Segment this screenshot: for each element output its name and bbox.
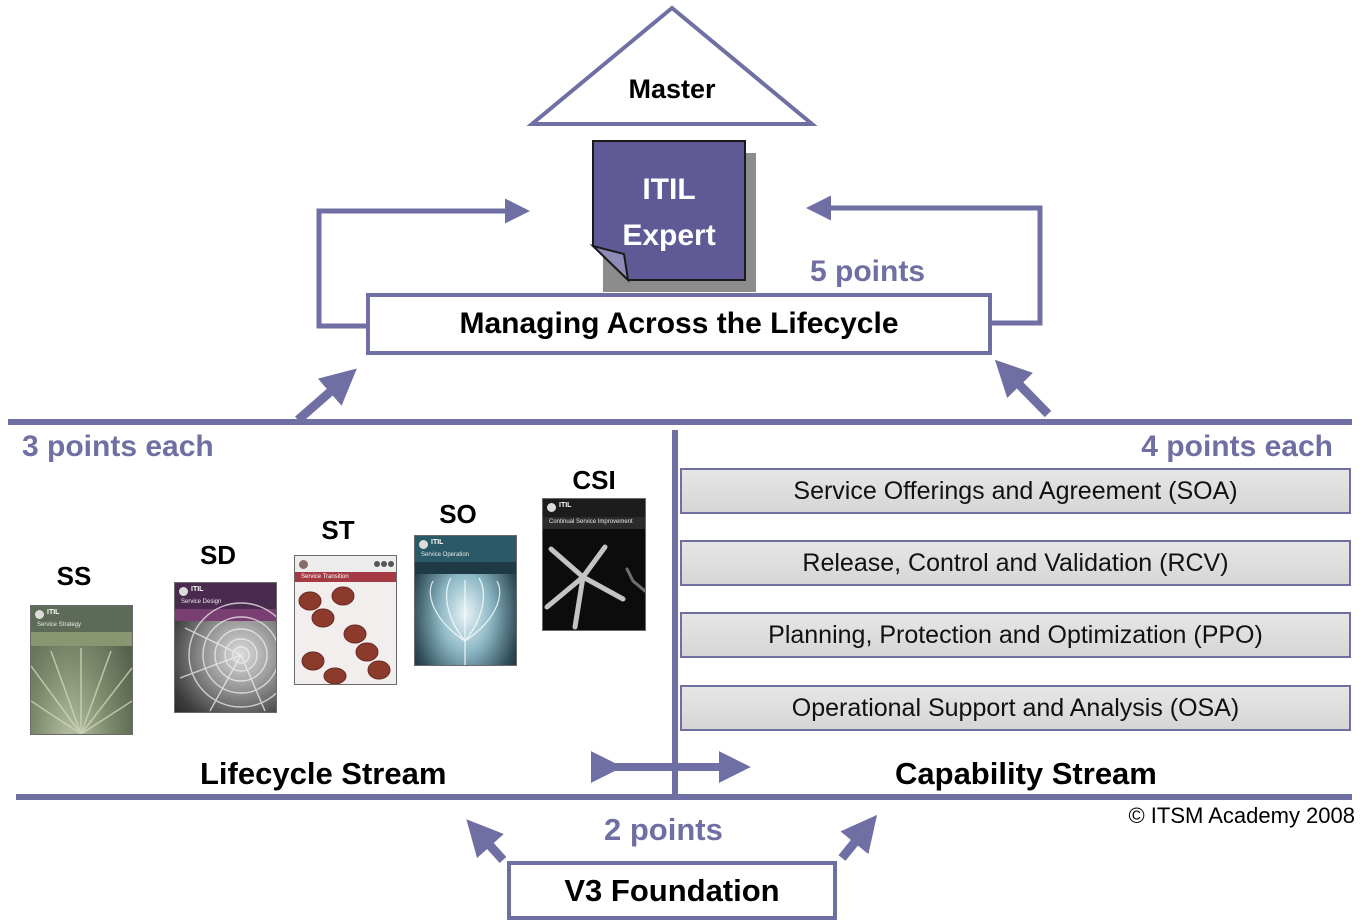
itil-logo-icon: [547, 503, 556, 512]
lifecycle-up-arrow: [295, 368, 357, 424]
copyright-text: © ITSM Academy 2008: [1128, 803, 1355, 828]
book-cover-csi: ITIL Continual Service Improvement: [542, 498, 646, 631]
book-title-csi: Continual Service Improvement: [549, 519, 633, 525]
book-title-st: Service Transition: [301, 574, 349, 580]
book-cover-st: Service Transition: [294, 555, 397, 685]
book-logo-text: ITIL: [191, 586, 204, 593]
book-code-ss: SS: [56, 561, 92, 591]
book-cover-sd: ITIL Service Design: [174, 582, 277, 713]
lifecycle-stream-label: Lifecycle Stream: [200, 756, 447, 791]
expert-fold-icon: [589, 244, 630, 283]
capability-stream-label: Capability Stream: [895, 756, 1157, 791]
foundation-left-arrow: [466, 819, 507, 864]
itil-logo-icon: [179, 587, 188, 596]
book-logo-text: ITIL: [431, 539, 444, 546]
left-loop-arrow: [316, 198, 530, 329]
capability-module-ppo: Planning, Protection and Optimization (P…: [680, 612, 1351, 658]
foundation-points-label: 2 points: [604, 812, 723, 847]
capability-points-label: 4 points each: [1141, 430, 1333, 463]
master-label: Master: [628, 74, 716, 104]
book-code-st: ST: [321, 515, 355, 545]
lifecycle-points-label: 3 points each: [22, 430, 214, 463]
itil-logo-icon: [419, 540, 428, 549]
book-code-sd: SD: [199, 540, 237, 570]
mal-points-label: 5 points: [810, 255, 926, 288]
capability-module-osa: Operational Support and Analysis (OSA): [680, 685, 1351, 731]
book-code-csi: CSI: [572, 465, 616, 495]
book-logo-text: ITIL: [47, 609, 60, 616]
capability-module-soa: Service Offerings and Agreement (SOA): [680, 468, 1351, 514]
itil-logo-icon: [35, 610, 44, 619]
book-title-ss: Service Strategy: [37, 622, 82, 628]
expert-label-line1: ITIL: [642, 173, 696, 206]
book-title-so: Service Operation: [421, 552, 470, 558]
capability-up-arrow: [994, 359, 1052, 418]
mal-box: Managing Across the Lifecycle: [366, 293, 992, 355]
book-logo-text: ITIL: [559, 502, 572, 509]
foundation-box: V3 Foundation: [507, 861, 837, 920]
book-title-sd: Service Design: [181, 599, 222, 605]
expert-label-line2: Expert: [622, 219, 716, 252]
foundation-right-arrow: [838, 814, 878, 861]
expert-document: [592, 140, 746, 281]
expert-label: ITIL Expert: [593, 167, 745, 259]
itil-logo-icon: [299, 560, 308, 569]
book-cover-so: ITIL Service Operation: [414, 535, 517, 666]
capability-module-rcv: Release, Control and Validation (RCV): [680, 540, 1351, 586]
master-triangle: [526, 5, 818, 126]
book-code-so: SO: [439, 499, 477, 529]
right-loop-arrow: [806, 195, 1043, 326]
book-cover-ss: ITIL Service Strategy: [30, 605, 133, 735]
